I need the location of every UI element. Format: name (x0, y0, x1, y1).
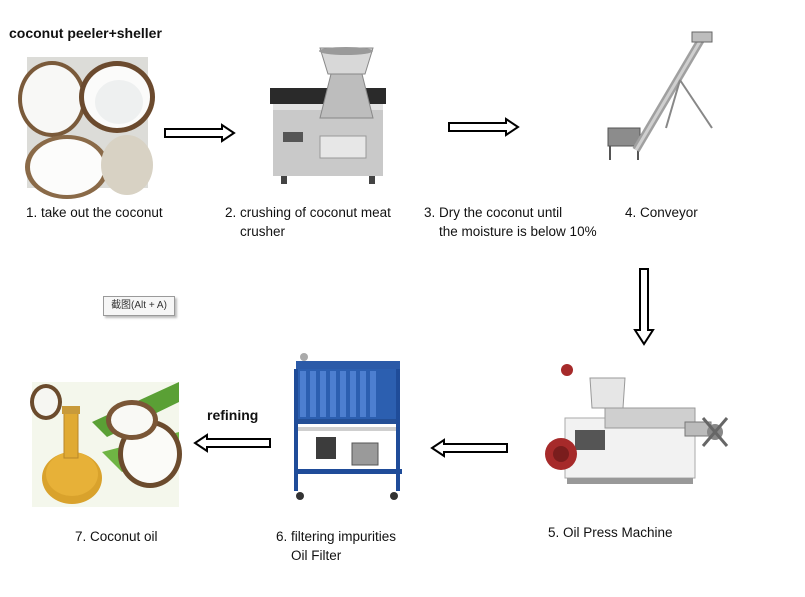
arrow-left-filter (430, 438, 508, 458)
step-3-caption: 3. Dry the coconut until the moisture is… (424, 203, 597, 241)
page-title: coconut peeler+sheller (9, 25, 162, 41)
arrow-right-1 (164, 123, 236, 143)
step-7-label: 7. Coconut oil (75, 529, 158, 544)
step-6-caption: 6. filtering impurities Oil Filter (276, 527, 396, 565)
conveyor-image (607, 31, 713, 160)
arrow-down (633, 268, 655, 346)
screenshot-tooltip: 截图(Alt + A) (103, 296, 175, 316)
oil-press-machine-image (545, 364, 729, 484)
arrow-right-2 (448, 117, 520, 137)
crusher-machine-image (270, 47, 386, 184)
step-2-caption: 2. crushing of coconut meat crusher (225, 203, 391, 241)
step-5-label: 5. Oil Press Machine (548, 525, 673, 540)
arrow-left-refining (193, 433, 271, 453)
step-4-label: 4. Conveyor (625, 205, 698, 220)
step-2-sublabel: crusher (240, 224, 286, 239)
step-5-caption: 5. Oil Press Machine (548, 523, 673, 542)
step-6-label: 6. filtering impurities (276, 529, 397, 544)
step-3-sublabel: the moisture is below 10% (439, 224, 597, 239)
step-1-caption: 1. take out the coconut (26, 203, 163, 222)
refining-label: refining (207, 407, 259, 423)
step-3-label: 3. Dry the coconut until (424, 205, 563, 220)
step-1-label: 1. take out the coconut (26, 205, 163, 220)
step-4-caption: 4. Conveyor (625, 203, 698, 222)
coconut-oil-image (30, 382, 182, 507)
step-6-sublabel: Oil Filter (291, 548, 342, 563)
coconut-halves-image (18, 57, 155, 199)
step-2-label: 2. crushing of coconut meat (225, 205, 391, 220)
oil-filter-image (294, 353, 402, 500)
step-7-caption: 7. Coconut oil (75, 527, 158, 546)
